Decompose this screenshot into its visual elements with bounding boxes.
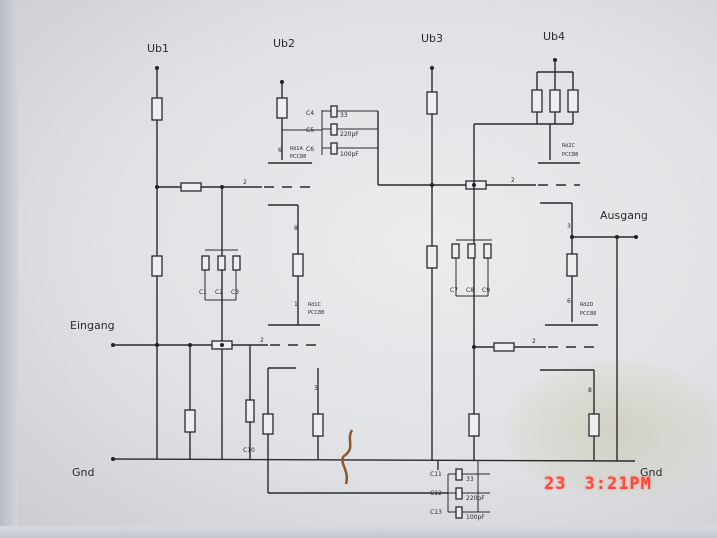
pin-label: 6 [278, 147, 282, 154]
tube-label: Rö1A [290, 146, 303, 152]
ground-rail [112, 458, 636, 462]
resistor-ub4-c [567, 89, 579, 113]
cap-label: C12 [430, 490, 442, 497]
pin-label: 8 [294, 225, 298, 232]
pin-label: 2 [511, 177, 515, 184]
cap-value: 220pF [466, 495, 485, 502]
cap-label: C9 [482, 287, 490, 294]
label-ub3: Ub3 [421, 32, 443, 45]
cap-label: C3 [231, 289, 239, 296]
capacitor-c8 [467, 243, 476, 259]
resistor-grid-leak [184, 409, 196, 433]
resistor-ub3 [426, 91, 438, 115]
junction [570, 235, 574, 239]
resistor-cathode-2 [262, 413, 274, 435]
resistor-cathode-3 [312, 413, 324, 437]
tube-type: PCC88 [580, 311, 596, 317]
capacitor-c12 [455, 487, 463, 500]
photo-timestamp: 23 3:21PM [544, 474, 670, 494]
tube-label: Rö1C [308, 302, 321, 308]
resistor-ub4-a [531, 89, 543, 113]
label-eingang: Eingang [70, 319, 115, 332]
resistor-grid-leak-2 [468, 413, 480, 437]
resistor-grid-4 [493, 342, 515, 352]
cap-value: 100pF [466, 514, 485, 521]
resistor-cathode-5 [588, 413, 600, 437]
junction [430, 183, 434, 187]
pin-label: 2 [532, 338, 536, 345]
capacitor-c5 [330, 123, 338, 136]
cap-label: C4 [306, 110, 314, 117]
pin-label: 3 [314, 385, 318, 392]
capacitor-c1 [201, 255, 210, 271]
cap-label: C5 [306, 127, 314, 134]
paper-edge [0, 0, 18, 538]
pin-label: 1 [294, 301, 298, 308]
resistor-grid-1 [180, 182, 202, 192]
pin-label: 3 [567, 223, 571, 230]
timestamp-date: 23 [544, 474, 567, 494]
label-ub2: Ub2 [273, 37, 295, 50]
resistor-ub3-lower [426, 245, 438, 269]
cap-label: C11 [430, 471, 442, 478]
paper-bottom-edge [0, 526, 717, 538]
label-ub4: Ub4 [543, 30, 565, 43]
junction [220, 343, 224, 347]
label-ub1: Ub1 [147, 42, 169, 55]
cap-label: C1 [199, 289, 207, 296]
resistor-ub1-lower [151, 255, 163, 277]
capacitor-c2 [217, 255, 226, 271]
resistor-ub2 [276, 97, 288, 119]
capacitor-c4 [330, 105, 338, 118]
resistor-ub4-b [549, 89, 561, 113]
resistor-ub1 [151, 97, 163, 121]
capacitor-c6 [330, 142, 338, 155]
capacitor-c7 [451, 243, 460, 259]
junction [220, 185, 224, 189]
paper-stain [505, 360, 717, 500]
cap-label: C8 [466, 287, 474, 294]
cap-label: C13 [430, 509, 442, 516]
capacitor-c11 [455, 468, 463, 481]
junction [155, 343, 159, 347]
junction [472, 345, 476, 349]
label-gnd-right: Gnd [640, 466, 662, 479]
ground-terminal-left [111, 457, 115, 461]
cap-value: 220pF [340, 131, 359, 138]
output-terminal [634, 235, 638, 239]
resistor-cathode-4 [566, 253, 578, 277]
pin-label: 2 [243, 179, 247, 186]
tube-label: Rö2D [580, 302, 593, 308]
capacitor-c9 [483, 243, 492, 259]
cap-value: 33 [340, 112, 348, 119]
timestamp-time: 3:21PM [584, 474, 652, 494]
tube-label: Rö2C [562, 143, 575, 149]
junction [155, 185, 159, 189]
stray-wire [341, 429, 354, 485]
tube-type: PCC88 [290, 154, 306, 160]
cap-label: C2 [215, 289, 223, 296]
cap-label: C10 [243, 447, 255, 454]
label-gnd-left: Gnd [72, 466, 94, 479]
capacitor-c10 [245, 399, 255, 423]
cap-label: C7 [450, 287, 458, 294]
cap-label: C6 [306, 146, 314, 153]
resistor-cathode-1 [292, 253, 304, 277]
pin-label: 6 [567, 298, 571, 305]
tube-type: PCC88 [308, 310, 324, 316]
pin-label: 8 [588, 387, 592, 394]
tube-type: PCC88 [562, 152, 578, 158]
pin-label: 2 [260, 337, 264, 344]
cap-value: 100pF [340, 151, 359, 158]
cap-value: 33 [466, 476, 474, 483]
label-ausgang: Ausgang [600, 209, 648, 222]
capacitor-c3 [232, 255, 241, 271]
capacitor-c13 [455, 506, 463, 519]
